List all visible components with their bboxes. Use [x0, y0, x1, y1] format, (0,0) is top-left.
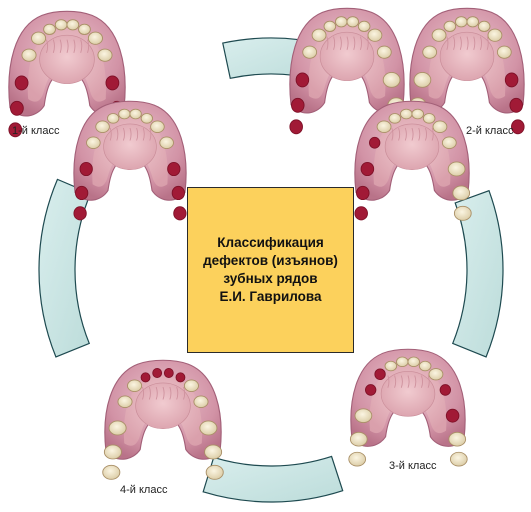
classification-title: Классификация дефектов (изъянов) зубных … — [203, 235, 338, 304]
ring-segment-right — [451, 189, 504, 358]
ring-segment-left — [38, 178, 92, 358]
class-4-label: 4-й класс — [120, 484, 168, 496]
dental-arches — [8, 7, 525, 480]
ring-segment-bottom — [202, 455, 344, 503]
classification-title-box: Классификация дефектов (изъянов) зубных … — [187, 187, 354, 353]
arch-class-3 — [348, 348, 468, 467]
arch-class-2-b — [407, 7, 525, 135]
arch-class-2-c — [354, 100, 472, 221]
class-2-label: 2-й класс — [466, 125, 514, 137]
class-1-label: 1-й класс — [12, 125, 60, 137]
arch-class-1-b — [73, 100, 187, 221]
ring-segments — [38, 37, 504, 503]
class-3-label: 3-й класс — [389, 460, 437, 472]
arch-class-4 — [102, 359, 224, 480]
